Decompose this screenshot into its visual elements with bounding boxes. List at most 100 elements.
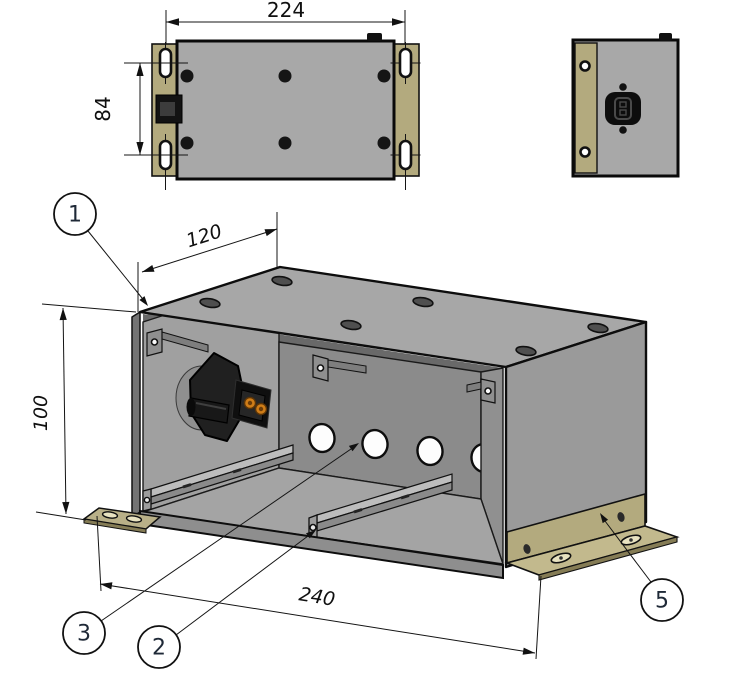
edge-tab: [367, 33, 382, 41]
arrowhead: [139, 296, 148, 306]
balloon-1-label: 1: [68, 203, 82, 228]
balloon-circle: [640, 578, 684, 622]
leader-line: [100, 448, 352, 622]
extension-line: [41, 303, 137, 313]
arrowhead: [142, 265, 155, 272]
dimension-84: 84: [91, 62, 188, 156]
edge-tab: [659, 33, 672, 41]
bracket-slot: [101, 511, 119, 519]
bracket-hole: [617, 512, 625, 522]
connector-pin: [619, 101, 627, 108]
power-connector-top-view: [155, 94, 183, 124]
back-wall-hole: [308, 422, 336, 454]
slot-center: [629, 538, 633, 542]
mounting-bracket-left: [82, 507, 162, 534]
screw-hole: [180, 69, 194, 83]
dimension-line: [99, 583, 536, 654]
slot-center: [559, 556, 563, 560]
rail-front: [308, 473, 453, 541]
arrowhead: [166, 18, 179, 26]
screw-hole: [180, 136, 194, 150]
balloon-2: 2: [137, 530, 316, 669]
screw-hole: [377, 136, 391, 150]
dimension-label-240: 240: [297, 583, 336, 610]
top-hole: [271, 275, 293, 287]
arrowhead: [600, 513, 609, 524]
leader-line: [87, 230, 143, 299]
contact-center: [258, 406, 264, 412]
connector-face: [160, 102, 175, 116]
corner-bracket: [466, 378, 496, 404]
dimension-240: 240: [96, 515, 542, 660]
top-hole: [412, 296, 434, 308]
screw-hole: [278, 136, 292, 150]
left-panel-edge: [131, 310, 141, 519]
slot-hole: [390, 42, 421, 84]
bracket-foot-edge: [538, 536, 678, 581]
balloon-5-label: 5: [655, 589, 669, 614]
dimension-line: [62, 307, 67, 515]
slot-hole: [390, 134, 421, 190]
top-hole: [587, 322, 609, 334]
rail-rear: [142, 444, 294, 512]
top-view: 224: [91, 0, 421, 190]
balloon-circle: [137, 625, 181, 669]
enclosure-top-plate: [175, 39, 396, 181]
flange-hole: [579, 60, 591, 72]
connector-pin: [619, 109, 627, 116]
balloon-5: 5: [600, 513, 684, 622]
arrowhead: [392, 18, 405, 26]
flange-hole: [579, 146, 591, 158]
bracket-foot-edge: [83, 518, 147, 534]
power-connector: [175, 352, 272, 442]
rail-end-hole: [309, 523, 317, 532]
arrowhead: [59, 308, 67, 321]
top-hole: [199, 297, 221, 309]
arrowhead: [522, 647, 535, 655]
connector-screw-hole: [619, 83, 627, 91]
leader-line: [604, 520, 652, 583]
arrowhead: [348, 443, 359, 452]
isometric-view: 120 100 240: [30, 212, 680, 660]
bracket-hole: [523, 544, 531, 554]
connector-screw-hole: [619, 126, 627, 134]
bracket-slot: [125, 515, 143, 523]
dimension-120: 120: [137, 212, 278, 312]
rail-notch: [400, 494, 410, 500]
arrowhead: [306, 530, 316, 539]
rail-notch: [353, 508, 363, 514]
dimension-224: 224: [165, 0, 406, 52]
extension-line: [96, 515, 102, 592]
balloon-2-label: 2: [152, 636, 166, 661]
balloon-3-label: 3: [77, 622, 91, 647]
arrowhead: [136, 63, 144, 76]
arrowhead: [264, 229, 277, 237]
balloon-3: 3: [62, 443, 359, 655]
leader-line: [175, 535, 309, 636]
balloon-circle: [62, 611, 106, 655]
dimension-label-100: 100: [30, 395, 52, 431]
back-wall-hole: [416, 435, 444, 467]
dimension-label-224: 224: [267, 0, 305, 22]
connector-face: [614, 97, 632, 120]
arrowhead: [100, 582, 113, 590]
extension-line: [535, 575, 542, 660]
arrowhead: [62, 501, 70, 514]
dimension-label-84: 84: [91, 96, 115, 121]
rail-notch: [232, 468, 242, 474]
power-connector-side-view: [605, 83, 641, 134]
connector-barrel-cap: [186, 398, 196, 416]
screw-hole: [377, 69, 391, 83]
dimension-100: 100: [30, 303, 137, 521]
contact-center: [247, 400, 253, 406]
connector-body: [605, 92, 641, 125]
back-wall-hole: [361, 428, 389, 460]
corner-bracket: [146, 328, 209, 357]
mounting-bracket-right: [504, 492, 680, 581]
rail-notch: [182, 483, 192, 489]
top-hole: [340, 319, 362, 331]
mounting-flange-edge: [574, 42, 598, 174]
corner-bracket: [312, 354, 367, 382]
